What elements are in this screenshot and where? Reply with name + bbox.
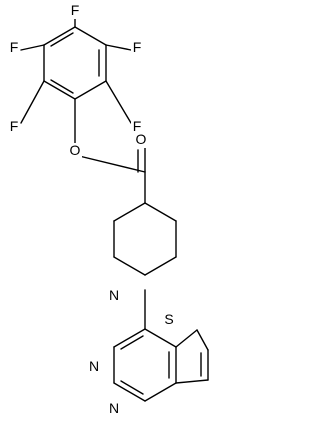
pyrimidine-ring	[113, 328, 177, 402]
bond	[74, 80, 107, 100]
atom-f-top: F	[71, 2, 80, 18]
ester-group	[74, 98, 146, 173]
bond	[20, 80, 45, 124]
double-bond-inner	[50, 32, 74, 47]
atom-f-upper-right: F	[133, 39, 142, 55]
bond	[113, 202, 146, 222]
atom-f-upper-left: F	[10, 39, 19, 55]
chemical-structure-diagram: F F F F F O O N S N N	[8, 2, 209, 417]
atom-n-piperidine: N	[109, 287, 119, 303]
atom-s-thiophene: S	[164, 311, 173, 327]
atom-n-pyrimidine-left: N	[89, 358, 99, 374]
bond	[105, 80, 132, 124]
double-bond-inner	[120, 380, 144, 395]
bond	[113, 382, 146, 402]
bond	[144, 256, 177, 276]
bond	[74, 154, 146, 173]
atom-f-lower-right: F	[133, 118, 142, 134]
bond	[144, 202, 177, 222]
bond	[105, 44, 132, 51]
atom-f-lower-left: F	[10, 118, 19, 134]
fluorine-bonds	[20, 17, 132, 124]
bond	[175, 329, 198, 348]
atom-labels: F F F F F O O N S N N	[8, 2, 176, 417]
bond	[144, 382, 177, 402]
bond	[113, 256, 146, 276]
double-bond-inner	[50, 79, 74, 94]
pentafluorophenyl-ring	[43, 26, 107, 100]
bond	[196, 329, 209, 351]
bond	[43, 26, 76, 46]
thiophene-ring	[175, 329, 209, 384]
atom-n-pyrimidine-bottom: N	[109, 400, 119, 416]
piperidine-ring	[113, 171, 177, 276]
bond	[20, 44, 45, 51]
double-bond-inner	[120, 335, 144, 350]
bond	[43, 80, 76, 100]
bond	[144, 328, 177, 348]
atom-o-ester: O	[70, 142, 81, 158]
bond	[113, 328, 146, 348]
bond	[175, 379, 209, 384]
bond	[74, 26, 107, 46]
atom-o-carbonyl: O	[136, 131, 147, 147]
